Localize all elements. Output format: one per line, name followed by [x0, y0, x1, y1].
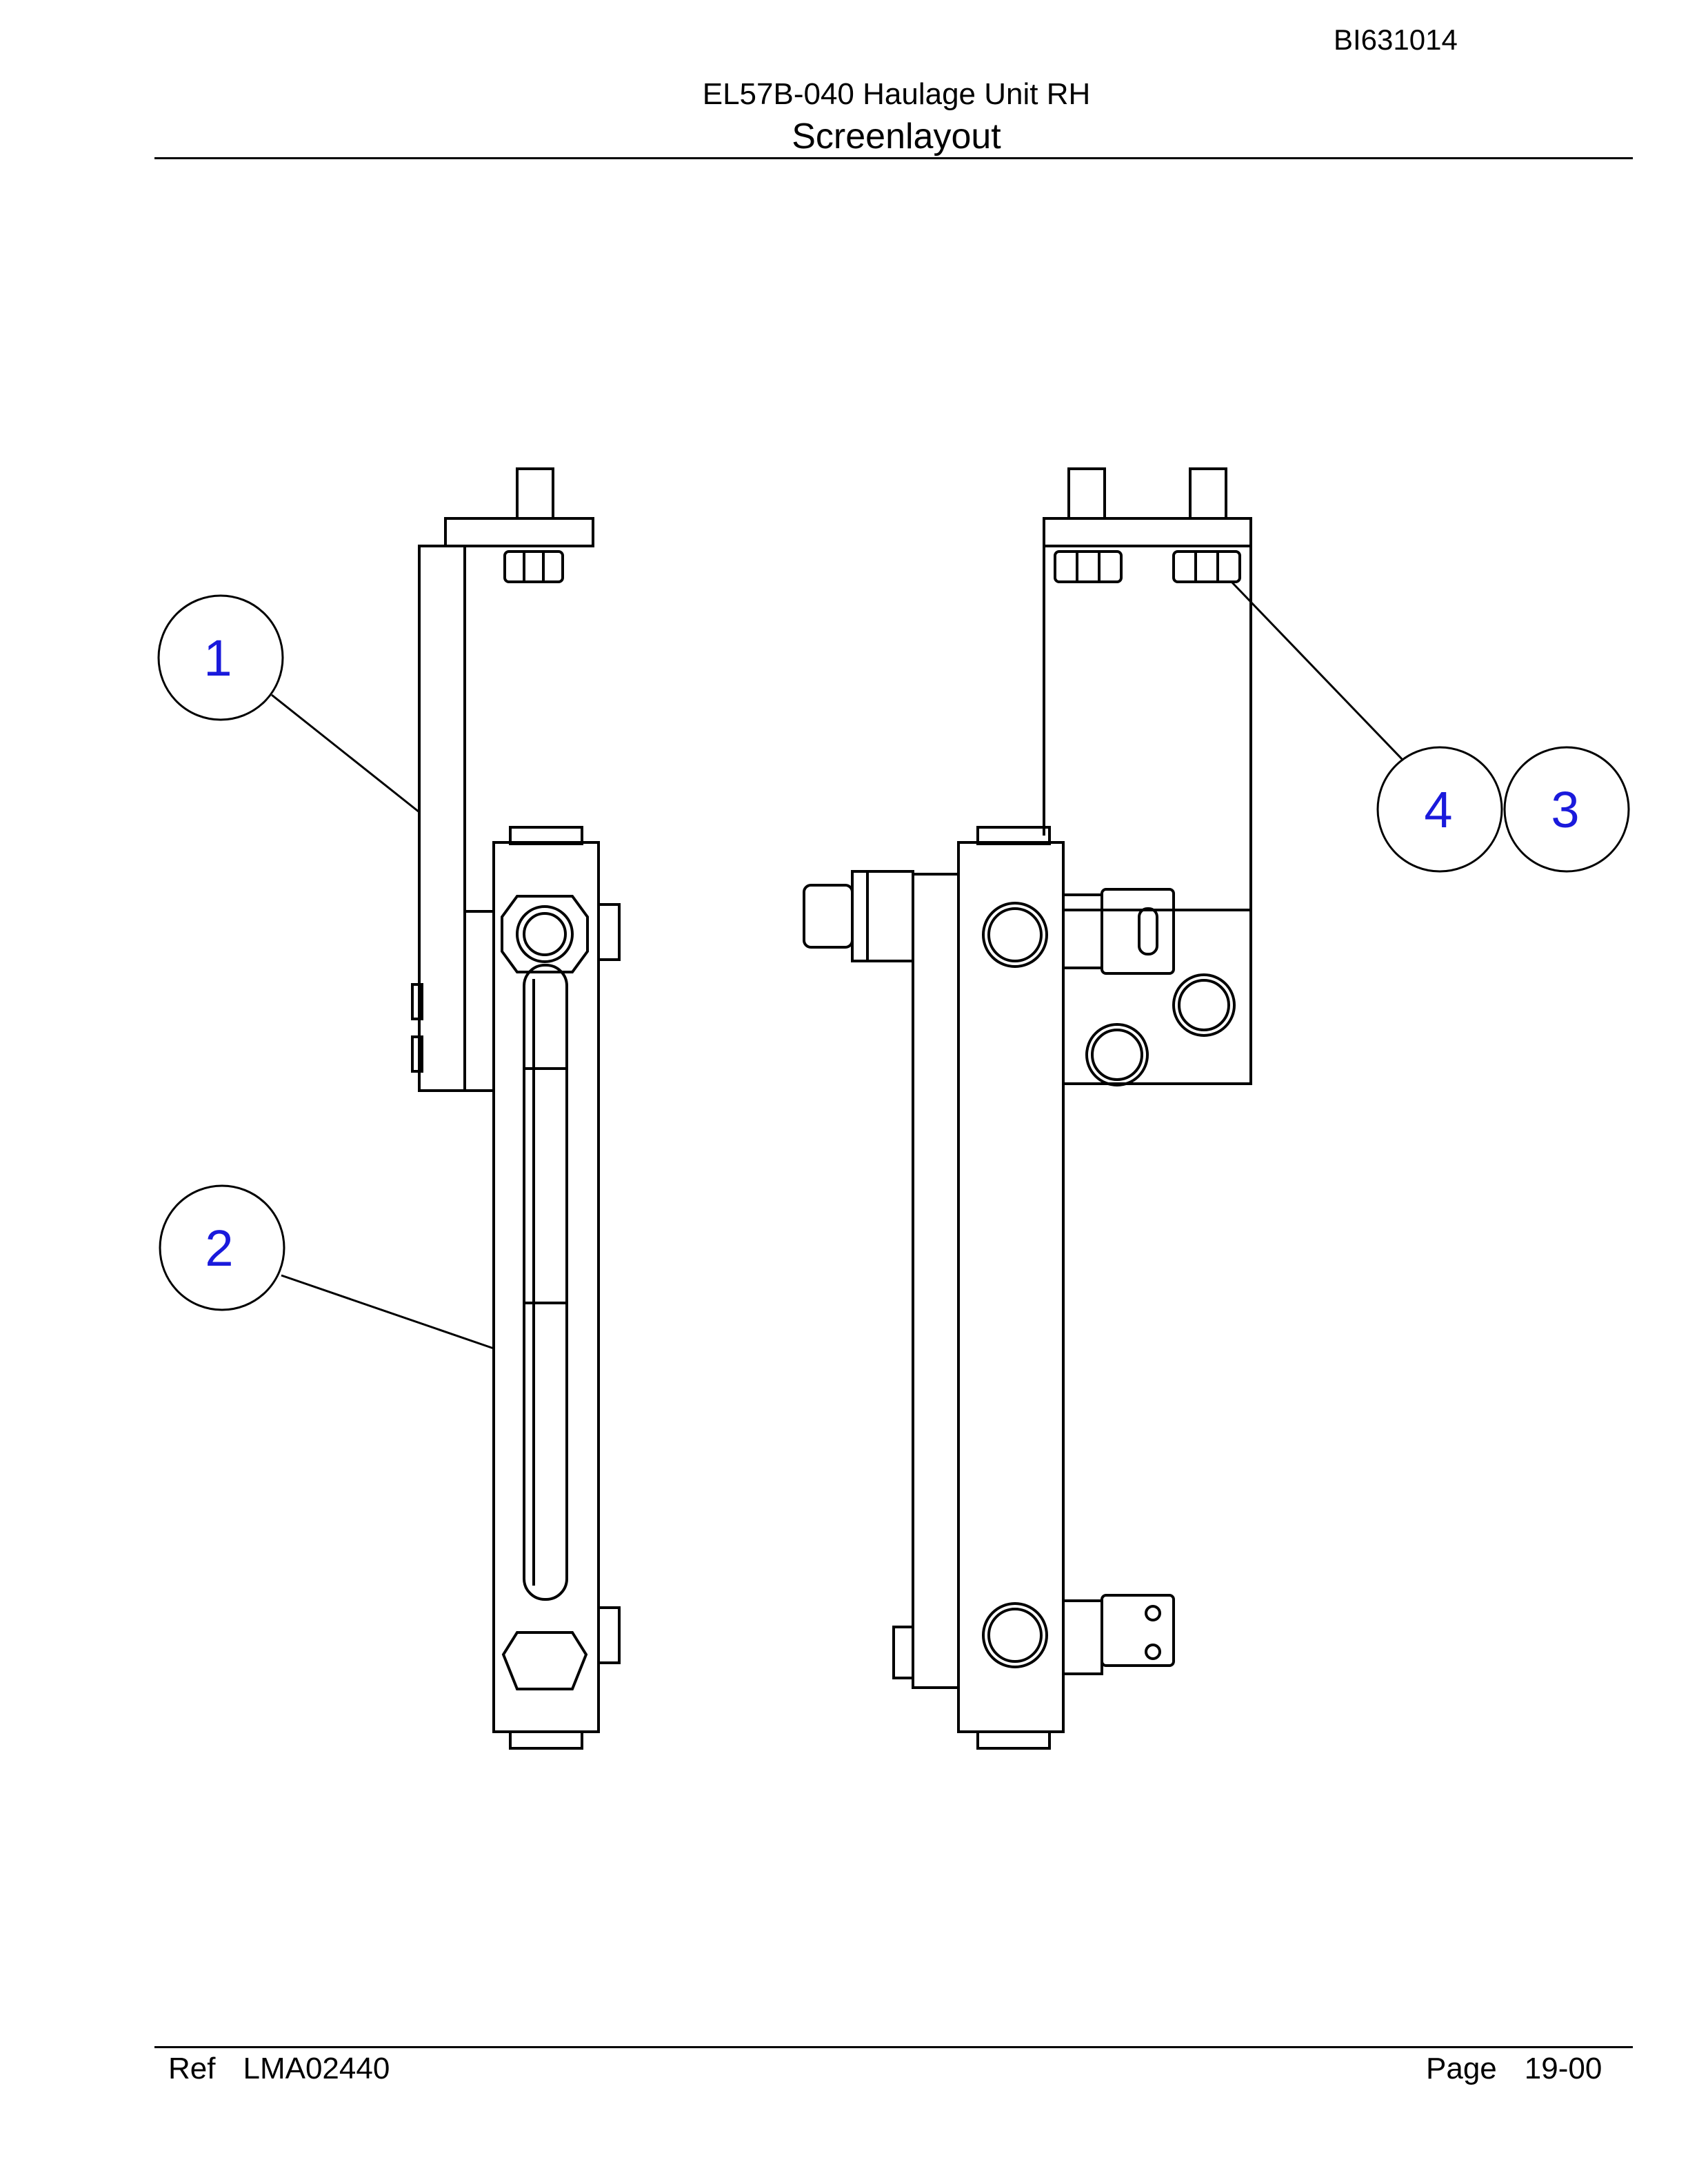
sight-glass-top-fitting	[501, 895, 589, 973]
callout-bubbles	[157, 594, 1630, 1311]
callout-bubble-3	[1503, 746, 1630, 873]
callout-bubble-2	[159, 1184, 285, 1311]
left-bracket-plate	[418, 545, 466, 1092]
sight-glass-bottom-fitting	[501, 1631, 588, 1690]
callout-labels: 1 2 4 3	[203, 629, 1579, 1277]
bracket-port-1	[1172, 973, 1236, 1037]
page-label: Page	[1426, 2052, 1497, 2085]
left-top-stud	[516, 467, 554, 520]
right-top-flange	[1043, 517, 1252, 547]
right-body-bottom-cap	[976, 1730, 1051, 1750]
test-point-fitting-bottom	[1062, 1599, 1103, 1675]
right-bracket-plate	[1063, 546, 1252, 1085]
left-top-flange	[444, 517, 594, 547]
footer-rule	[154, 2046, 1633, 2048]
test-point-fitting-top	[1062, 893, 1103, 969]
page-subtitle: Screenlayout	[792, 117, 1001, 156]
footer-page: Page 19-00	[1426, 2052, 1602, 2086]
callout-label-1: 1	[203, 629, 232, 687]
header-rule	[154, 157, 1633, 159]
leader-4	[1230, 580, 1404, 761]
leader-lines	[271, 580, 1404, 1350]
leader-2	[281, 1274, 494, 1350]
left-body-bottom-cap	[509, 1730, 583, 1750]
left-assembly	[411, 467, 621, 1750]
sight-glass-tube	[523, 964, 568, 1601]
ref-value: LMA02440	[243, 2052, 390, 2085]
right-top-stud-2	[1189, 467, 1227, 520]
callout-bubble-1	[157, 594, 284, 721]
body-plug-bottom	[982, 1602, 1048, 1668]
ref-label: Ref	[168, 2052, 216, 2085]
body-plug-top	[982, 902, 1048, 968]
manifold-body	[957, 841, 1065, 1733]
right-top-nut-2	[1172, 550, 1241, 583]
document-id: BI631014	[1334, 23, 1458, 56]
right-assembly	[803, 467, 1252, 1750]
manifold-side-plate	[912, 873, 960, 1689]
right-top-nut-1	[1054, 550, 1123, 583]
callout-bubble-4	[1376, 746, 1503, 873]
callout-label-2: 2	[205, 1220, 233, 1277]
callout-label-4: 4	[1424, 781, 1452, 838]
footer-ref: Ref LMA02440	[168, 2052, 390, 2086]
coupler-adapter	[851, 870, 914, 962]
quick-coupler	[803, 884, 854, 949]
bracket-port-2	[1085, 1023, 1149, 1086]
callout-label-3: 3	[1551, 781, 1579, 838]
page-value: 19-00	[1524, 2052, 1602, 2085]
right-top-stud-1	[1067, 467, 1106, 520]
leader-1	[271, 694, 420, 813]
page-title: EL57B-040 Haulage Unit RH	[702, 77, 1091, 111]
left-top-nut	[503, 550, 564, 583]
